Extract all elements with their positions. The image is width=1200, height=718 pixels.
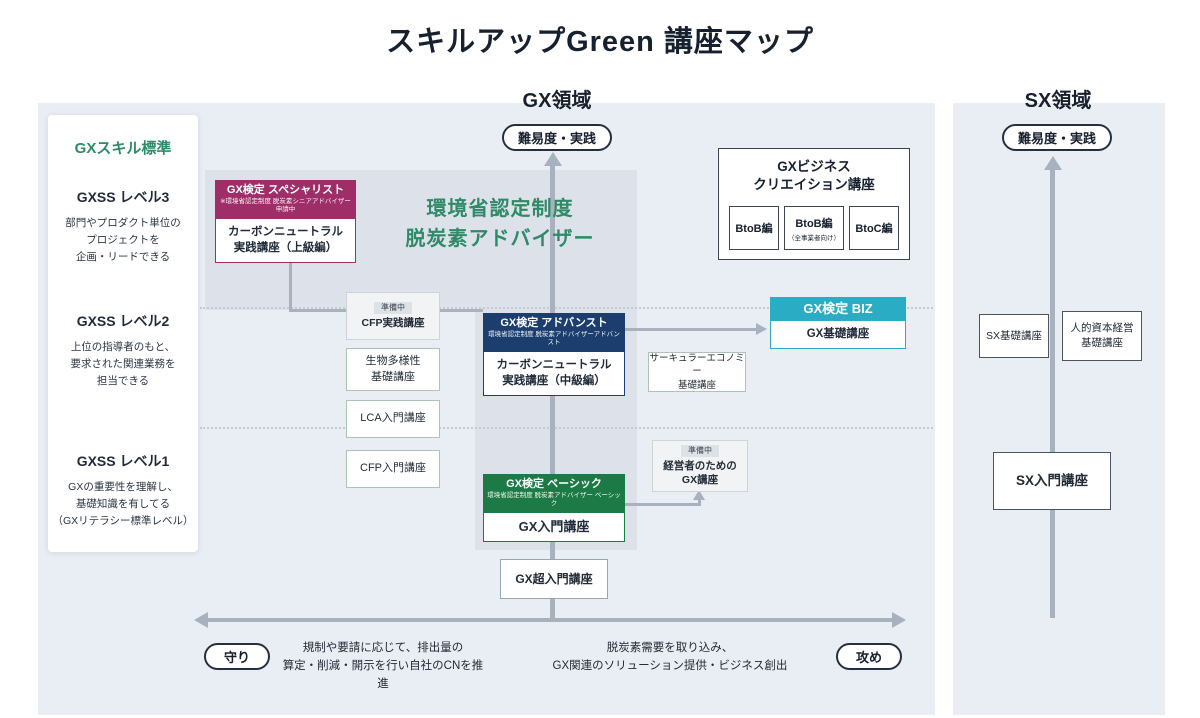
human-capital-course: 人的資本経営 基礎講座	[1062, 311, 1142, 361]
basic-course-name: GX入門講座	[483, 512, 625, 543]
offense-description: 脱炭素需要を取り込み、 GX関連のソリューション提供・ビジネス創出	[552, 642, 788, 672]
connector-advanced-to-biz-h	[625, 328, 757, 331]
lca-intro-course: LCA入門講座	[346, 400, 440, 438]
gxss-level3-desc: 部門やプロダクト単位の プロジェクトを 企画・リードできる	[65, 217, 181, 263]
difficulty-pill-gx: 難易度・実践	[502, 124, 612, 151]
cfp-practice-course: 準備中 CFP実践講座	[346, 292, 440, 340]
biz-card: GX検定 BIZ GX基礎講座	[770, 297, 906, 349]
advanced-title: GX検定 アドバンスト	[500, 317, 608, 329]
level-divider-upper	[200, 307, 933, 309]
specialist-card: GX検定 スペシャリスト ※環境省認定制度 脱炭素シニアアドバイザー 申請中 カ…	[215, 180, 356, 263]
advanced-card-header: GX検定 アドバンスト 環境省認定制度 脱炭素アドバイザーアドバンスト	[483, 313, 625, 352]
sx-panel	[953, 103, 1165, 715]
connector-basic-to-management-h	[625, 503, 701, 506]
defense-pill: 守り	[204, 643, 270, 670]
management-gx-preparing-badge: 準備中	[681, 445, 719, 457]
cfp-practice-preparing-badge: 準備中	[374, 302, 412, 314]
gx-super-intro-course: GX超入門講座	[500, 559, 608, 599]
gxss-level3-name: GXSS レベル3	[76, 189, 170, 205]
cfp-practice-label: CFP実践講座	[361, 316, 425, 329]
business-creation-card: GXビジネス クリエイション講座 BtoB編 BtoB編 （全事業者向け） Bt…	[718, 148, 910, 260]
advanced-course-name: カーボンニュートラル 実践講座（中級編）	[483, 351, 625, 396]
basic-subtitle: 環境省認定制度 脱炭素アドバイザー ベーシック	[487, 491, 621, 508]
defense-offense-axis	[208, 618, 892, 622]
gxss-level2-name: GXSS レベル2	[76, 313, 170, 329]
gxss-level1-desc: GXの重要性を理解し、 基礎知識を有してる （GXリテラシー標準レベル）	[52, 481, 194, 527]
btoc-item: BtoC編	[849, 206, 899, 250]
gx-difficulty-arrow-head-icon	[544, 152, 562, 166]
page-title: スキルアップGreen 講座マップ	[386, 26, 814, 58]
advanced-subtitle: 環境省認定制度 脱炭素アドバイザーアドバンスト	[488, 330, 620, 347]
management-gx-label: 経営者のための GX講座	[663, 459, 737, 486]
basic-title: GX検定 ベーシック	[506, 478, 602, 490]
connector-biz-arrow-head-icon	[756, 323, 767, 335]
biodiversity-course: 生物多様性 基礎講座	[346, 348, 440, 391]
biz-course-name: GX基礎講座	[770, 321, 906, 349]
specialist-card-header: GX検定 スペシャリスト ※環境省認定制度 脱炭素シニアアドバイザー 申請中	[215, 180, 356, 219]
basic-card-header: GX検定 ベーシック 環境省認定制度 脱炭素アドバイザー ベーシック	[483, 474, 625, 513]
sx-region-label: SX領域	[1024, 90, 1092, 112]
axis-left-arrow-head-icon	[194, 612, 208, 628]
cfp-intro-course: CFP入門講座	[346, 450, 440, 488]
sx-intro-course: SX入門講座	[993, 452, 1111, 510]
axis-right-arrow-head-icon	[892, 612, 906, 628]
basic-card: GX検定 ベーシック 環境省認定制度 脱炭素アドバイザー ベーシック GX入門講…	[483, 474, 625, 543]
sx-difficulty-arrow-head-icon	[1044, 156, 1062, 170]
gx-region-label: GX領域	[522, 90, 592, 112]
specialist-subtitle: ※環境省認定制度 脱炭素シニアアドバイザー 申請中	[220, 197, 351, 214]
sx-difficulty-arrow	[1050, 170, 1055, 618]
circular-economy-course: サーキュラーエコノミー 基礎講座	[648, 352, 746, 392]
gxss-level1-name: GXSS レベル1	[76, 453, 170, 469]
connector-management-arrow-head-icon	[693, 490, 705, 500]
biz-title: GX検定 BIZ	[803, 301, 873, 316]
offense-pill: 攻め	[836, 643, 902, 670]
btob-all-label: BtoB編	[795, 217, 833, 230]
btob-item: BtoB編	[729, 206, 779, 250]
gxss-level2-desc: 上位の指導者のもと、 要求された関連業務を 担当できる	[70, 341, 176, 387]
btob-all-item: BtoB編 （全事業者向け）	[784, 206, 844, 250]
ministry-certification-heading: 環境省認定制度 脱炭素アドバイザー	[405, 198, 595, 250]
btob-all-sublabel: （全事業者向け）	[788, 234, 840, 242]
defense-description: 規制や要請に応じて、排出量の 算定・削減・開示を行い自社のCNを推進	[282, 642, 484, 690]
btoc-label: BtoC編	[855, 223, 893, 235]
specialist-course-name: カーボンニュートラル 実践講座（上級編）	[215, 218, 356, 263]
biz-card-header: GX検定 BIZ	[770, 297, 906, 322]
business-creation-title: GXビジネス クリエイション講座	[753, 159, 875, 193]
gx-skill-standard-panel: GXスキル標準 GXSS レベル3 部門やプロダクト単位の プロジェクトを 企画…	[48, 115, 198, 552]
level-divider-lower	[200, 427, 933, 429]
connector-advanced-to-specialist-v	[289, 260, 292, 312]
connector-basic-to-management-v	[698, 498, 701, 506]
difficulty-pill-sx: 難易度・実践	[1002, 124, 1112, 151]
management-gx-course: 準備中 経営者のための GX講座	[652, 440, 748, 492]
btob-label: BtoB編	[735, 223, 773, 235]
skill-standard-title: GXスキル標準	[74, 140, 172, 157]
sx-basic-course: SX基礎講座	[979, 314, 1049, 358]
advanced-card: GX検定 アドバンスト 環境省認定制度 脱炭素アドバイザーアドバンスト カーボン…	[483, 313, 625, 396]
specialist-title: GX検定 スペシャリスト	[226, 184, 345, 196]
business-creation-items: BtoB編 BtoB編 （全事業者向け） BtoC編	[719, 206, 909, 250]
